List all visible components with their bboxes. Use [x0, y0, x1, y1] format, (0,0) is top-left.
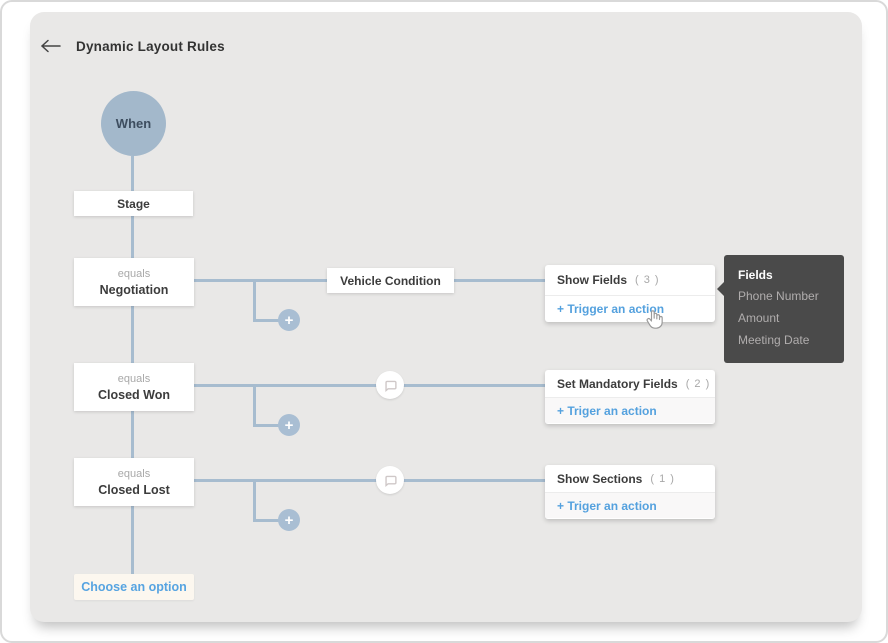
choose-option-label: Choose an option — [81, 580, 187, 594]
row1-branch-line — [253, 279, 256, 322]
row3-branch-stub — [253, 519, 282, 522]
condition-name-box[interactable]: Vehicle Condition — [327, 268, 454, 293]
row3-connector-line — [194, 479, 545, 482]
action-box-show-fields[interactable]: Show Fields ( 3 ) + Trigger an action — [545, 265, 715, 322]
row2-branch-stub — [253, 424, 282, 427]
action-head: Show Fields ( 3 ) — [545, 265, 715, 295]
when-label: When — [115, 116, 152, 131]
row1-branch-stub — [253, 319, 282, 322]
action-link-row: + Triger an action — [545, 397, 715, 423]
action-head: Set Mandatory Fields ( 2 ) — [545, 370, 715, 397]
header: Dynamic Layout Rules — [40, 38, 225, 54]
condition-box-closed-lost[interactable]: equals Closed Lost — [74, 458, 194, 506]
choose-option-button[interactable]: Choose an option — [74, 574, 194, 600]
row2-connector-line — [194, 384, 545, 387]
fields-tooltip: Fields Phone Number Amount Meeting Date — [717, 255, 844, 363]
action-count-badge: ( 3 ) — [635, 274, 660, 286]
condition-value: Closed Lost — [98, 482, 170, 497]
action-box-show-sections[interactable]: Show Sections ( 1 ) + Triger an action — [545, 465, 715, 519]
action-head: Show Sections ( 1 ) — [545, 465, 715, 492]
tooltip-item: Phone Number — [738, 289, 819, 303]
tooltip-item: Meeting Date — [738, 333, 810, 347]
action-link-row: + Triger an action — [545, 492, 715, 518]
when-node: When — [101, 91, 166, 156]
rules-canvas: Dynamic Layout Rules When Stage equals N… — [30, 12, 862, 622]
field-box-stage[interactable]: Stage — [74, 191, 193, 216]
tooltip-title: Fields — [738, 268, 773, 282]
condition-name-label: Vehicle Condition — [340, 273, 441, 288]
hand-pointer-icon — [644, 308, 664, 335]
condition-box-negotiation[interactable]: equals Negotiation — [74, 258, 194, 306]
trigger-action-link[interactable]: + Trigger an action — [557, 301, 665, 316]
row3-branch-line — [253, 479, 256, 522]
action-count-badge: ( 2 ) — [685, 377, 711, 390]
action-box-set-mandatory-fields[interactable]: Set Mandatory Fields ( 2 ) + Triger an a… — [545, 370, 715, 424]
action-link-row: + Trigger an action — [545, 295, 715, 321]
add-condition-button[interactable]: + — [278, 414, 300, 436]
comment-icon[interactable] — [376, 466, 404, 494]
field-label: Stage — [117, 196, 150, 211]
back-arrow-icon[interactable] — [40, 38, 64, 54]
add-condition-button[interactable]: + — [278, 509, 300, 531]
action-title: Show Fields — [557, 273, 628, 287]
comment-icon[interactable] — [376, 371, 404, 399]
condition-value: Negotiation — [99, 282, 169, 297]
action-title: Set Mandatory Fields — [557, 376, 678, 391]
action-title: Show Sections — [557, 471, 643, 486]
trigger-action-link[interactable]: + Triger an action — [557, 498, 657, 513]
add-condition-button[interactable]: + — [278, 309, 300, 331]
trigger-action-link[interactable]: + Triger an action — [557, 403, 657, 418]
condition-operator: equals — [117, 267, 151, 280]
tooltip-item: Amount — [738, 311, 780, 325]
condition-value: Closed Won — [98, 387, 170, 402]
page-title: Dynamic Layout Rules — [76, 38, 225, 54]
condition-operator: equals — [117, 467, 151, 480]
action-count-badge: ( 1 ) — [650, 472, 675, 485]
row2-branch-line — [253, 384, 256, 427]
condition-operator: equals — [117, 372, 151, 385]
tooltip-arrow — [717, 282, 724, 296]
condition-box-closed-won[interactable]: equals Closed Won — [74, 363, 194, 411]
